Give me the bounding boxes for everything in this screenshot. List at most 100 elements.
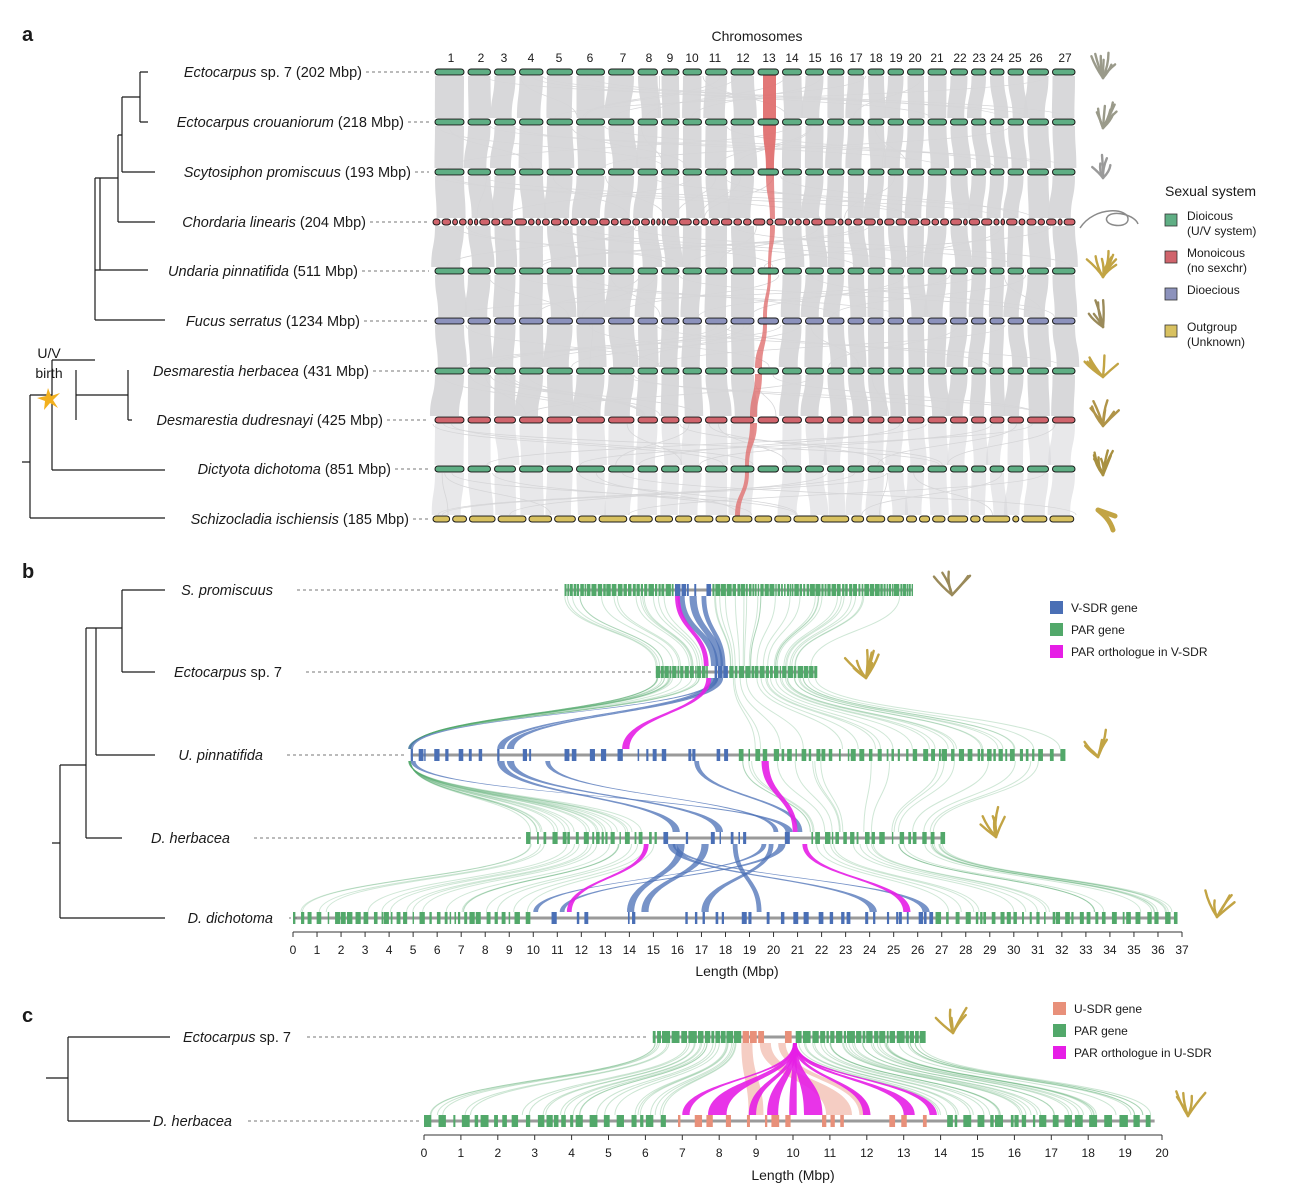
par-link — [563, 1042, 703, 1116]
synteny-line — [723, 175, 910, 219]
track-b-par-gene — [755, 749, 761, 761]
synteny-ribbon — [1003, 375, 1024, 416]
synteny-line — [655, 324, 1063, 368]
track-b-par-gene — [1126, 912, 1131, 924]
par-link — [409, 760, 575, 833]
track-b-sdr-gene — [600, 749, 607, 761]
species-name-rest: sp. 7 — [256, 1030, 291, 1046]
synteny-ribbon — [971, 126, 991, 168]
track-c-sdr-gene — [922, 1115, 927, 1127]
track-b-par-gene — [821, 584, 824, 596]
track-c-par-gene — [843, 1031, 847, 1043]
track-c-par-gene — [886, 1031, 889, 1043]
chromosome-segment — [847, 267, 865, 275]
axis-tick-label-b: 5 — [410, 943, 417, 957]
chromosome-segment — [1007, 267, 1024, 275]
synteny-ribbon — [660, 126, 679, 168]
par-link — [885, 1042, 1095, 1116]
chromosome-segment — [887, 515, 905, 523]
legend-swatch-c — [1053, 1024, 1066, 1037]
track-c-par-gene — [652, 1031, 656, 1043]
chromosome-segment — [467, 317, 491, 325]
chromosome-segment — [1007, 168, 1024, 176]
v-sdr-link — [497, 678, 719, 749]
par-link — [715, 595, 732, 667]
chromosome-segment — [847, 465, 865, 473]
track-c-par-gene — [1010, 1115, 1014, 1127]
chromosome-segment — [981, 218, 993, 226]
chromosome-number-10: 10 — [685, 51, 699, 65]
par-link — [866, 843, 1039, 913]
chromosome-segment — [887, 367, 904, 375]
synteny-line — [437, 472, 855, 516]
chromosome-segment — [519, 118, 544, 126]
track-b-par-gene — [752, 584, 755, 596]
synteny-ribbon — [778, 325, 802, 367]
par-link — [829, 1042, 1001, 1116]
chromosome-segment — [907, 317, 925, 325]
synteny-ribbon — [545, 473, 573, 515]
chromosome-segment — [730, 68, 755, 76]
chromosome-segment — [895, 218, 907, 226]
synteny-line — [451, 472, 797, 516]
par-link — [802, 677, 1015, 750]
track-b-par-gene — [769, 584, 775, 596]
track-c-par-gene — [795, 1031, 802, 1043]
legend-label-b: PAR orthologue in V-SDR — [1071, 645, 1208, 659]
synteny-ribbon — [1027, 375, 1050, 416]
synteny-ribbon — [868, 76, 886, 118]
chromosome-segment — [577, 515, 597, 523]
chromosome-segment — [494, 367, 516, 375]
species-name-italic: U. pinnatifida — [178, 748, 263, 764]
par-link — [714, 595, 731, 667]
track-b-sdr-gene — [478, 749, 483, 761]
track-c-par-gene — [525, 1115, 531, 1127]
axis-tick-label-b: 36 — [1151, 943, 1165, 957]
sex-chromosome-ribbon — [750, 374, 762, 417]
track-c-par-gene — [480, 1115, 489, 1127]
track-b-par-gene — [307, 912, 312, 924]
synteny-ribbon — [907, 375, 925, 416]
species-genome-size: (204 Mbp) — [296, 215, 366, 231]
synteny-ribbon — [780, 275, 802, 317]
track-b-par-gene — [923, 749, 929, 761]
chromosome-segment — [546, 168, 573, 176]
track-b-par-gene — [836, 584, 841, 596]
species-label-b: D. dichotoma — [188, 911, 273, 927]
chromosome-segment — [1027, 367, 1049, 375]
chromosome-segment — [661, 367, 680, 375]
chromosome-number-14: 14 — [785, 51, 799, 65]
track-b-par-gene — [1165, 912, 1171, 924]
track-b-par-gene — [886, 584, 889, 596]
track-b-par-gene — [1060, 749, 1066, 761]
track-b-sdr-gene — [719, 832, 721, 844]
chromosome-segment — [576, 465, 605, 473]
synteny-ribbon — [986, 176, 1004, 218]
chromosome-segment — [907, 367, 925, 375]
par-link — [410, 760, 538, 833]
chromosome-segment — [467, 168, 491, 176]
synteny-line — [675, 175, 717, 219]
track-b-par-gene — [814, 666, 818, 678]
track-c-par-gene — [711, 1031, 715, 1043]
synteny-ribbon — [463, 126, 491, 168]
v-sdr-link — [694, 761, 803, 832]
synteny-line — [946, 423, 1056, 466]
synteny-line — [633, 374, 960, 417]
track-b-par-gene — [606, 584, 611, 596]
synteny-ribbon — [928, 424, 949, 465]
alga-icon — [1204, 889, 1236, 919]
track-b-par-gene — [412, 912, 414, 924]
track-b-sdr-gene — [686, 584, 689, 596]
par-link — [848, 1042, 1032, 1116]
track-b-par-gene — [827, 584, 831, 596]
par-link — [734, 677, 762, 750]
track-c-sdr-gene — [771, 1115, 780, 1127]
alga-branch — [1099, 54, 1105, 80]
track-c-par-gene — [657, 1031, 661, 1043]
track-b-sdr-gene — [730, 832, 734, 844]
track-c-par-gene — [919, 1031, 926, 1043]
synteny-ribbon — [1008, 126, 1028, 168]
synteny-line — [602, 125, 1011, 169]
chromosome-segment — [661, 68, 680, 76]
